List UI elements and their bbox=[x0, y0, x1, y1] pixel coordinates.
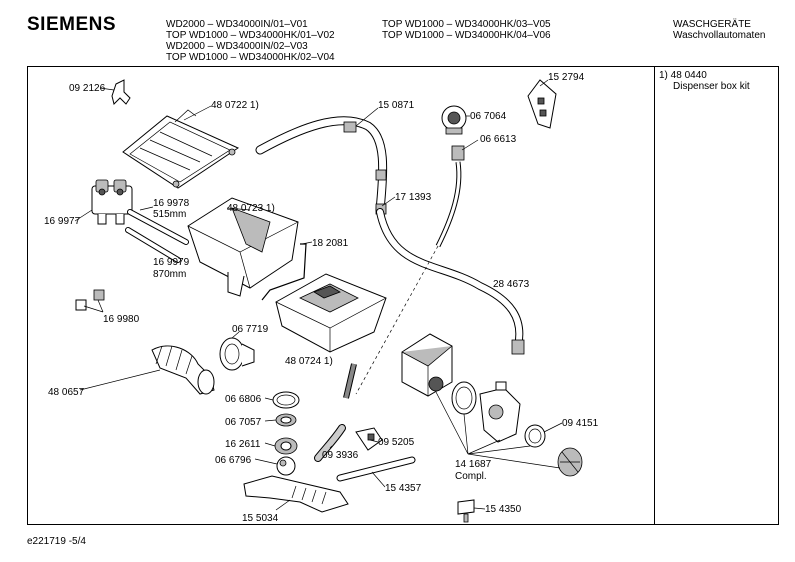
model-line: TOP WD1000 – WD34000HK/01–V02 bbox=[166, 30, 335, 41]
category-block: WASCHGERÄTE Waschvollautomaten bbox=[673, 19, 765, 41]
label-169979: 16 9979 bbox=[153, 257, 190, 268]
sealing-ring-part bbox=[272, 391, 300, 409]
bellows-hose-part bbox=[151, 345, 215, 395]
drain-pump-part bbox=[401, 333, 521, 443]
category-line: Waschvollautomaten bbox=[673, 30, 766, 41]
sump-hose-part bbox=[243, 475, 349, 513]
label-169978: 16 9978 bbox=[153, 198, 190, 209]
label-150871: 15 0871 bbox=[378, 100, 415, 111]
filter-part bbox=[524, 424, 583, 477]
curved-hose-part bbox=[314, 424, 346, 462]
label-171393: 17 1393 bbox=[395, 192, 432, 203]
brand-logo: SIEMENS bbox=[27, 14, 117, 35]
label-182081: 18 2081 bbox=[312, 238, 349, 249]
label-480724: 48 0724 1) bbox=[285, 356, 333, 367]
label-169977: 16 9977 bbox=[44, 216, 81, 227]
label-284673: 28 4673 bbox=[493, 279, 530, 290]
seal-part bbox=[275, 413, 297, 427]
model-line: WD2000 – WD34000IN/02–V03 bbox=[166, 41, 308, 52]
hose-515-part bbox=[127, 209, 189, 245]
model-line: TOP WD1000 – WD34000HK/03–V05 bbox=[382, 19, 551, 30]
bracket-part bbox=[527, 79, 557, 129]
label-066806: 06 6806 bbox=[225, 394, 262, 405]
label-155034: 15 5034 bbox=[242, 513, 279, 524]
part-labels: 09 2126 48 0722 1) 15 0871 15 2794 06 70… bbox=[44, 72, 599, 524]
dispenser-lid-part bbox=[122, 109, 240, 189]
straight-hose-part bbox=[336, 456, 416, 482]
hose-870-part bbox=[125, 227, 181, 263]
label-154357: 15 4357 bbox=[385, 483, 422, 494]
hose-clamp-part bbox=[355, 427, 383, 451]
drawing-frame bbox=[27, 66, 779, 525]
frame-divider bbox=[654, 66, 655, 525]
wire-bracket-part bbox=[261, 243, 307, 301]
small-clip-part bbox=[75, 289, 105, 311]
detergent-drawer-part bbox=[275, 273, 387, 353]
inlet-valve-part bbox=[91, 179, 133, 225]
label-093936: 09 3936 bbox=[322, 450, 359, 461]
label-870mm: 870mm bbox=[153, 269, 186, 280]
footer-code: e221719 -5/4 bbox=[27, 536, 86, 547]
leader-lines bbox=[74, 79, 563, 511]
label-141687: 14 1687 bbox=[455, 459, 492, 470]
label-169980: 16 9980 bbox=[103, 314, 140, 325]
label-154350: 15 4350 bbox=[485, 504, 522, 515]
dispenser-housing-part bbox=[187, 197, 299, 297]
model-line: TOP WD1000 – WD34000HK/04–V06 bbox=[382, 30, 551, 41]
drain-hose-part bbox=[376, 208, 525, 355]
hose-connector-part bbox=[219, 337, 255, 371]
label-066796: 06 6796 bbox=[215, 455, 252, 466]
note-panel: 1) 48 0440 Dispenser box kit bbox=[659, 70, 750, 92]
label-067057: 06 7057 bbox=[225, 417, 262, 428]
note-ref: 1) 48 0440 bbox=[659, 70, 707, 81]
plug-part bbox=[457, 499, 475, 523]
washer-part bbox=[274, 437, 298, 455]
model-line: TOP WD1000 – WD34000HK/02–V04 bbox=[166, 52, 335, 63]
label-067064: 06 7064 bbox=[470, 111, 507, 122]
label-compl: Compl. bbox=[455, 471, 487, 482]
model-line: WD2000 – WD34000IN/01–V01 bbox=[166, 19, 308, 30]
valve-ball-part bbox=[276, 456, 296, 476]
label-094151: 09 4151 bbox=[562, 418, 599, 429]
category-line: WASCHGERÄTE bbox=[673, 19, 751, 30]
pressure-hose-part bbox=[343, 145, 465, 399]
label-480722: 48 0722 1) bbox=[211, 100, 259, 111]
model-list-2: TOP WD1000 – WD34000HK/03–V05 TOP WD1000… bbox=[382, 19, 551, 41]
note-text: Dispenser box kit bbox=[673, 81, 750, 92]
vent-hose-part bbox=[255, 116, 388, 215]
clip-part bbox=[111, 79, 131, 105]
model-list-1: WD2000 – WD34000IN/01–V01 TOP WD1000 – W… bbox=[166, 19, 335, 63]
label-092126: 09 2126 bbox=[69, 83, 106, 94]
label-067719: 06 7719 bbox=[232, 324, 269, 335]
label-480723: 48 0723 1) bbox=[227, 203, 275, 214]
label-515mm: 515mm bbox=[153, 209, 186, 220]
label-480657: 48 0657 bbox=[48, 387, 85, 398]
label-162611: 16 2611 bbox=[225, 439, 261, 450]
label-066613: 06 6613 bbox=[480, 134, 517, 145]
label-152794: 15 2794 bbox=[548, 72, 585, 83]
label-095205: 09 5205 bbox=[378, 437, 415, 448]
pressure-switch-part bbox=[441, 105, 467, 135]
